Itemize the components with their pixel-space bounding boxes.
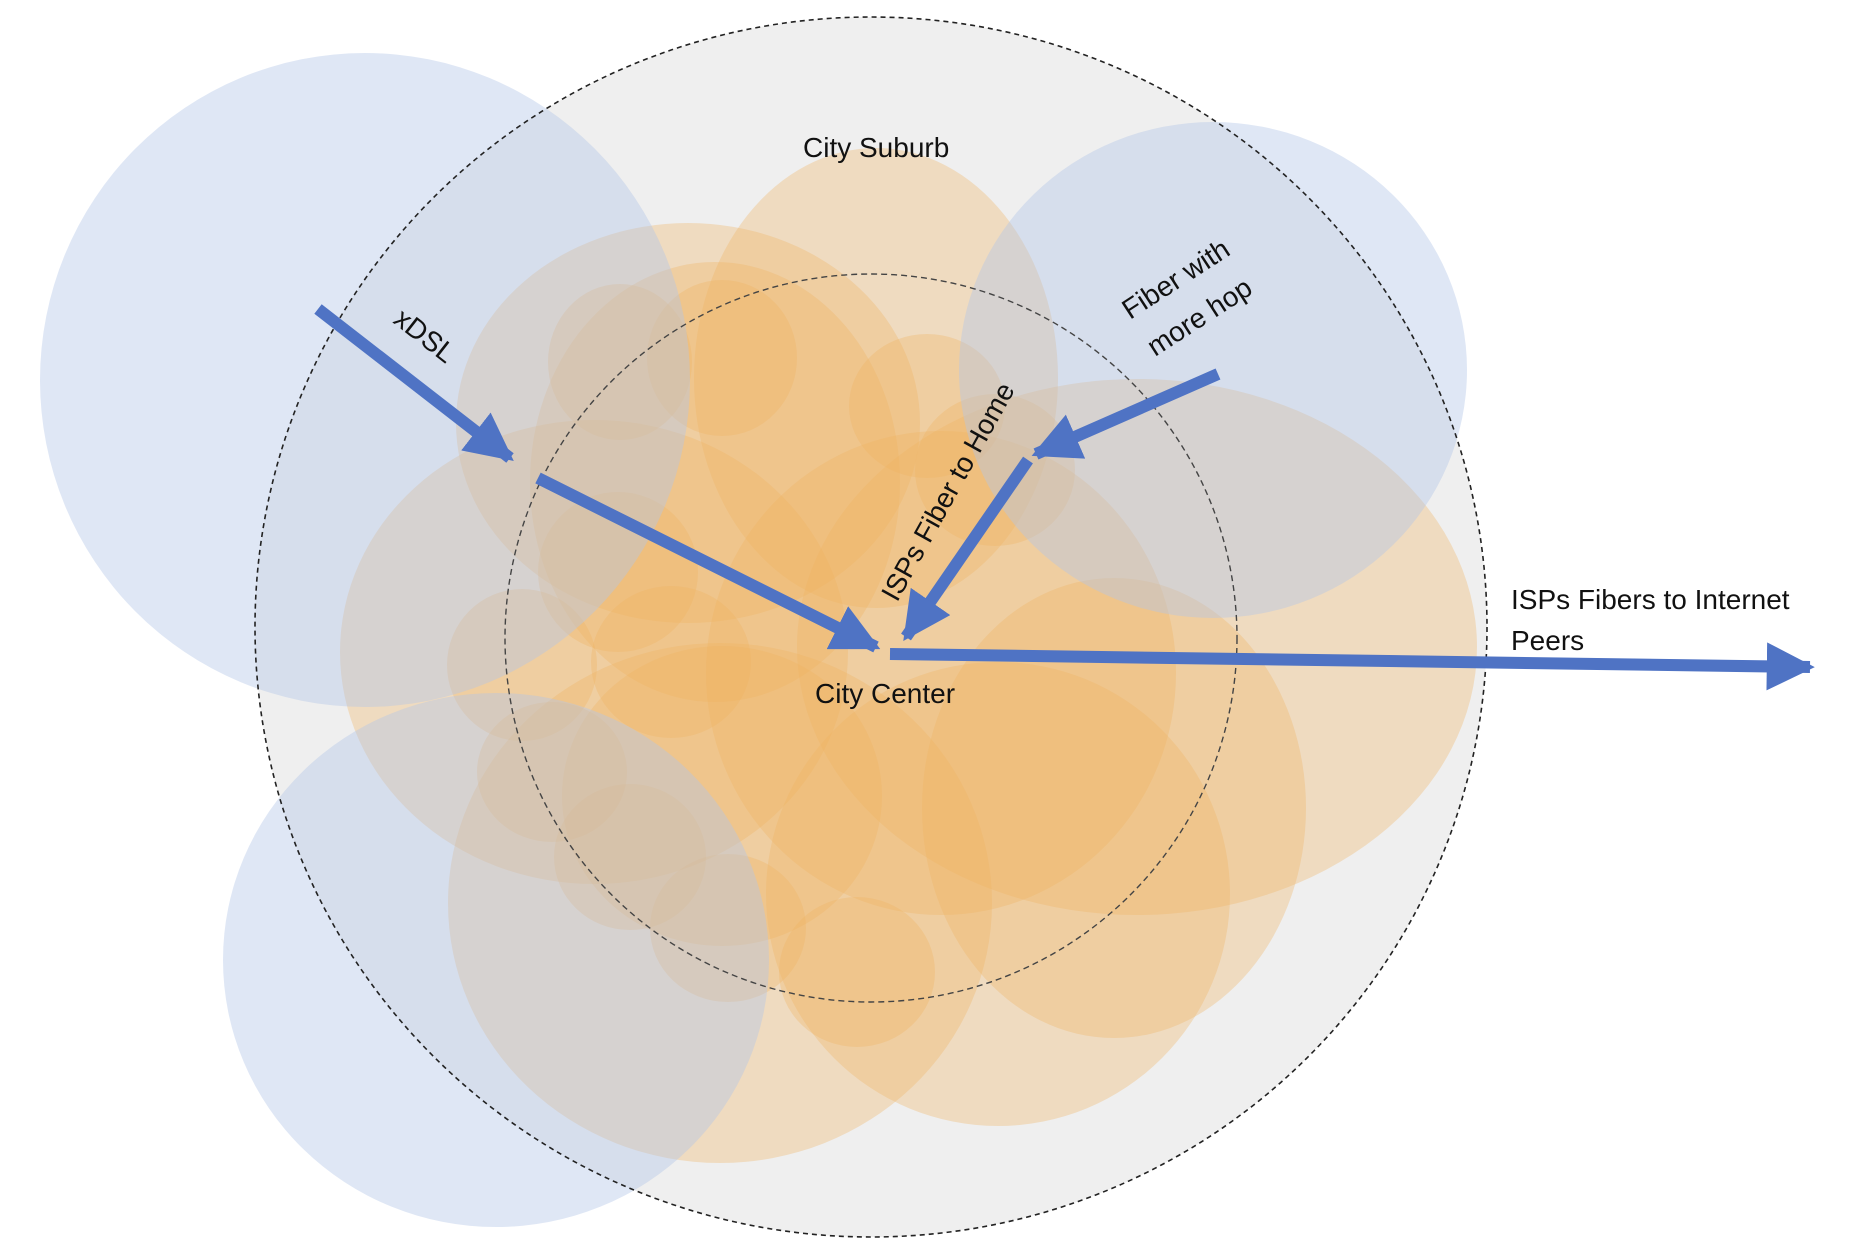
blue-area bbox=[40, 53, 690, 707]
orange-area bbox=[548, 284, 692, 440]
orange-area bbox=[647, 280, 797, 436]
isp-internet-peers-label-line2: Peers bbox=[1511, 625, 1584, 656]
isp-internet-peers-arrow bbox=[889, 642, 1815, 691]
orange-area bbox=[477, 702, 627, 842]
orange-area bbox=[706, 431, 1176, 915]
orange-area bbox=[766, 662, 1230, 1126]
orange-coverage-areas bbox=[340, 148, 1477, 1163]
city-suburb-boundary bbox=[254, 16, 1488, 1238]
orange-area bbox=[650, 854, 806, 1002]
orange-area bbox=[779, 897, 935, 1047]
orange-area bbox=[456, 223, 920, 623]
orange-area bbox=[694, 148, 1058, 608]
orange-area bbox=[448, 643, 992, 1163]
city-suburb-label: City Suburb bbox=[803, 132, 949, 163]
orange-area bbox=[554, 784, 706, 930]
isp-internet-peers-label-line1: ISPs Fibers to Internet bbox=[1511, 584, 1790, 615]
orange-area bbox=[849, 334, 1005, 478]
orange-area bbox=[340, 420, 848, 884]
orange-area bbox=[530, 262, 900, 702]
orange-area bbox=[447, 589, 597, 741]
isp-fiber-home-arrow bbox=[901, 456, 1033, 641]
connection-arrows bbox=[314, 304, 1815, 691]
xdsl-to-center-arrow bbox=[535, 472, 881, 653]
orange-area bbox=[797, 379, 1477, 915]
orange-area bbox=[591, 586, 751, 738]
orange-area bbox=[922, 578, 1306, 1038]
blue-area bbox=[223, 693, 769, 1227]
fiber-more-hop-arrow bbox=[1031, 368, 1221, 460]
orange-area bbox=[562, 646, 882, 946]
city-center-boundary bbox=[504, 273, 1238, 1003]
blue-coverage-areas bbox=[40, 53, 1467, 1227]
xdsl-arrow bbox=[314, 304, 514, 463]
city-center-label: City Center bbox=[815, 678, 955, 709]
